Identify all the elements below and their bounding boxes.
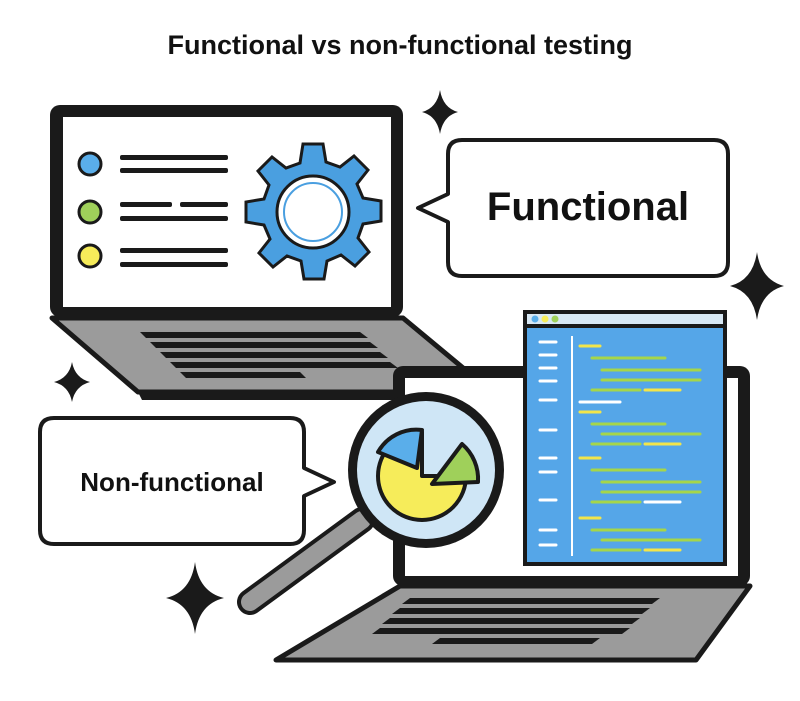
sparkle-icon [54, 362, 90, 402]
text-line [120, 248, 228, 253]
gear-icon [244, 142, 383, 281]
code-titlebar [523, 310, 727, 328]
yellow-dot-icon [77, 243, 103, 269]
sparkle-icon [422, 90, 458, 134]
sparkle-icon [730, 252, 784, 320]
sparkle-icon [166, 562, 224, 634]
text-line [120, 216, 228, 221]
text-line [180, 202, 228, 207]
text-line [120, 262, 228, 267]
window-dot-icon [531, 315, 539, 323]
functional-label: Functional [487, 185, 689, 229]
text-line [120, 155, 228, 160]
pie-chart-icon [376, 427, 481, 522]
code-panel [523, 310, 727, 566]
keyboard [140, 332, 398, 378]
page-title: Functional vs non-functional testing [167, 30, 633, 60]
code-lines [538, 340, 702, 552]
code-window-icon [523, 310, 727, 566]
text-line [120, 168, 228, 173]
blue-dot-icon [77, 151, 103, 177]
window-dot-icon [541, 315, 549, 323]
text-line [120, 202, 172, 207]
bubble-functional: Functional [416, 138, 730, 278]
bubble-non-functional: Non-functional [38, 416, 336, 546]
keyboard [372, 598, 660, 644]
laptop-functional [49, 105, 495, 400]
non-functional-label: Non-functional [80, 467, 263, 497]
green-dot-icon [77, 199, 103, 225]
window-dot-icon [551, 315, 559, 323]
magnifier-icon [237, 392, 504, 615]
